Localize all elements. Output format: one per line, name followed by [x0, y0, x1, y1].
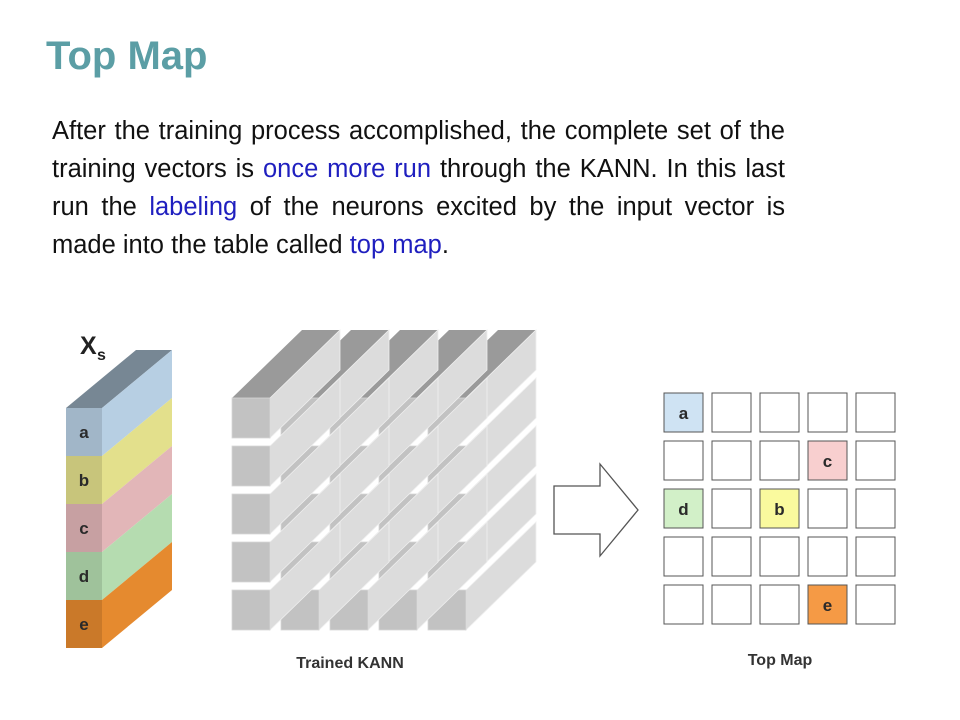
- kann-neuron: [378, 521, 488, 631]
- kann-neuron: [231, 473, 341, 583]
- top-map-cell-label: c: [823, 452, 832, 471]
- top-map-caption: Top Map: [748, 652, 813, 669]
- input-vector-stack: a b c d e: [66, 350, 172, 648]
- top-map-cell-label: d: [678, 500, 688, 519]
- top-map-grid: a c d b e: [663, 392, 896, 625]
- top-map-cell: [855, 584, 896, 625]
- vector-label-main: X: [80, 332, 97, 360]
- top-map-cell: c: [807, 440, 848, 481]
- top-map-cell: [759, 536, 800, 577]
- text-run-2: through the KANN. In this last run the: [52, 155, 785, 221]
- top-map-cell: [663, 440, 704, 481]
- top-map-cell: [663, 584, 704, 625]
- right-arrow-icon: [553, 462, 639, 558]
- top-map-cell: e: [807, 584, 848, 625]
- top-map-cell: [807, 488, 848, 529]
- top-map-cell: [855, 536, 896, 577]
- vector-cell-label: a: [79, 423, 89, 442]
- highlight-once-more-run: once more run: [262, 155, 432, 183]
- vector-cell-e: e: [66, 542, 172, 648]
- top-map-cell: [807, 392, 848, 433]
- top-map-cell: a: [663, 392, 704, 433]
- text-run-1: After the training process accomplished,…: [52, 117, 785, 183]
- text-run-4: .: [441, 231, 449, 259]
- top-map-cell-label: e: [823, 596, 832, 615]
- top-map-cell: [807, 536, 848, 577]
- top-map-cell: [759, 584, 800, 625]
- top-map-cell: b: [759, 488, 800, 529]
- top-map-cell: [759, 392, 800, 433]
- top-map-cell: [711, 488, 752, 529]
- top-map-cell: [855, 440, 896, 481]
- vector-cell-label: d: [79, 567, 89, 586]
- slide-title: Top Map: [46, 34, 208, 78]
- highlight-labeling: labeling: [149, 193, 238, 221]
- trained-kann-cube: [231, 329, 537, 631]
- vector-cell-a: a: [66, 350, 172, 456]
- highlight-top-map: top map: [349, 231, 442, 259]
- vector-cell-label: b: [79, 471, 89, 490]
- kann-neuron: [427, 521, 537, 631]
- vector-cell-c: c: [66, 446, 172, 552]
- kann-neuron: [231, 521, 341, 631]
- top-map-cell: d: [663, 488, 704, 529]
- description-paragraph: After the training process accomplished,…: [52, 112, 785, 264]
- kann-neuron: [231, 329, 341, 439]
- top-map-cell-label: b: [774, 500, 784, 519]
- top-map-cell: [711, 440, 752, 481]
- top-map-cell: [711, 536, 752, 577]
- top-map-cell: [759, 440, 800, 481]
- top-map-cell: [855, 488, 896, 529]
- kann-caption: Trained KANN: [296, 655, 404, 672]
- input-vector-label: X s: [80, 332, 106, 364]
- text-run-3: of the neurons excited by the input vect…: [52, 193, 785, 259]
- vector-cell-b: b: [66, 398, 172, 504]
- kann-neuron: [231, 377, 341, 487]
- top-map-cell-label: a: [679, 404, 689, 423]
- kann-neuron: [231, 425, 341, 535]
- vector-cell-d: d: [66, 494, 172, 600]
- top-map-cell: [663, 536, 704, 577]
- top-map-cell: [855, 392, 896, 433]
- vector-label-subscript: s: [97, 347, 106, 364]
- vector-cell-label: c: [79, 519, 88, 538]
- vector-cell-label: e: [79, 615, 88, 634]
- top-map-cell: [711, 584, 752, 625]
- top-map-cell: [711, 392, 752, 433]
